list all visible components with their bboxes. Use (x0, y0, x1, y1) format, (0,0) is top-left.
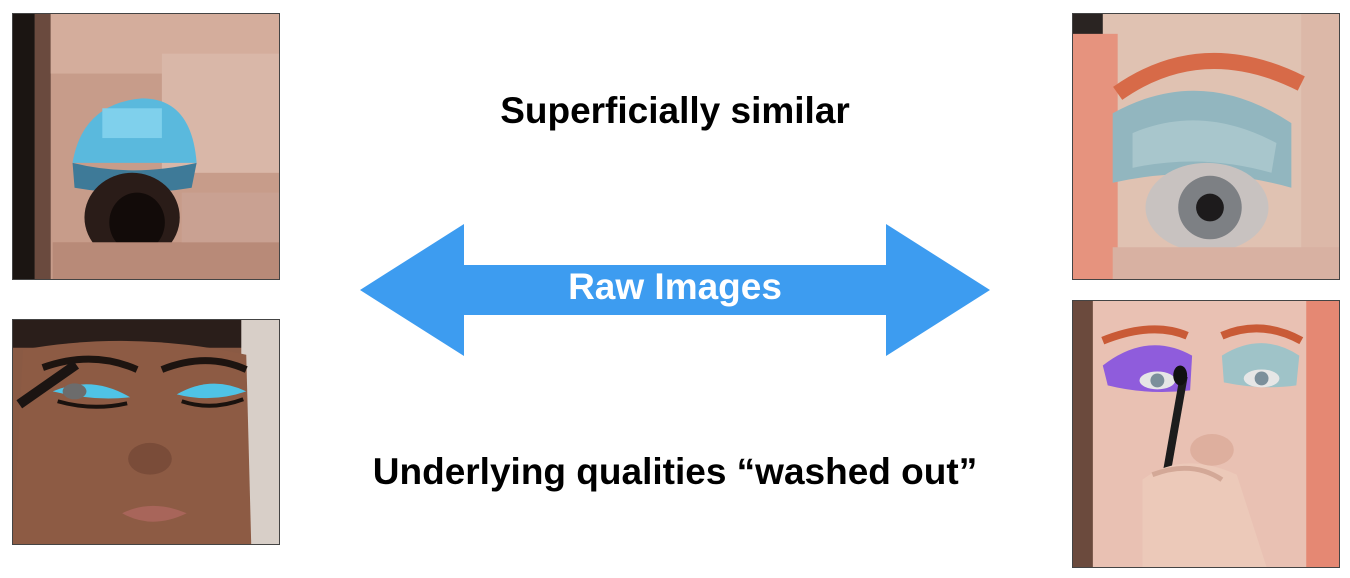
double-headed-arrow-icon (360, 224, 990, 356)
arrow-label-raw-images: Raw Images (568, 266, 782, 307)
face-blue-eyeshadow-image (12, 319, 280, 545)
arrow-shape (360, 224, 990, 356)
face-purple-eyeshadow-image (1072, 300, 1340, 568)
caption-underlying-qualities: Underlying qualities “washed out” (372, 451, 978, 492)
pixelated-eye-image-left (12, 13, 280, 280)
caption-superficially-similar: Superficially similar (500, 90, 850, 131)
pixelated-eye-image-right (1072, 13, 1340, 280)
